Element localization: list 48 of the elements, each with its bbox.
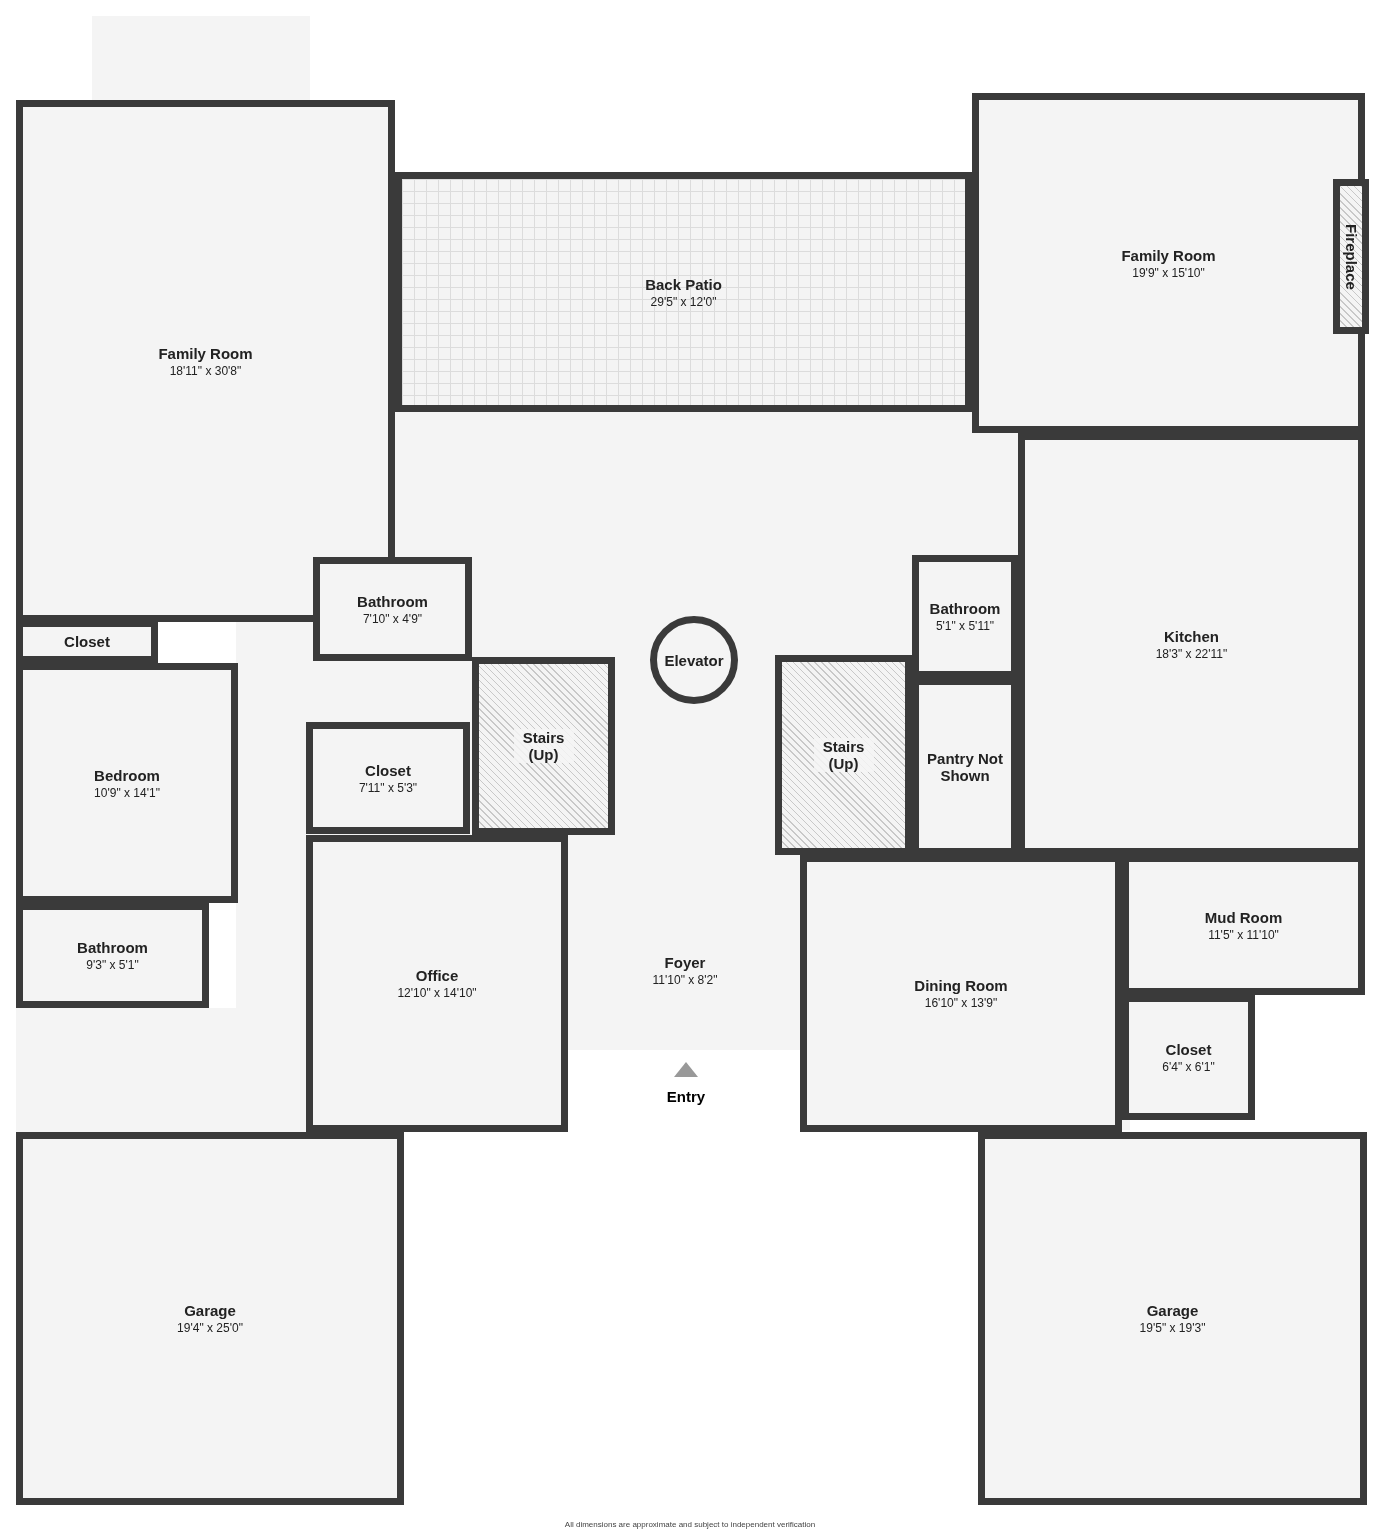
room-name: Garage xyxy=(184,1302,236,1319)
room-name: Foyer xyxy=(664,953,706,971)
room-name: Back Patio xyxy=(645,275,722,293)
staircase xyxy=(472,657,615,835)
room-dimensions: 19'5" x 19'3" xyxy=(1139,1321,1206,1335)
room-name: Fireplace xyxy=(1342,223,1360,290)
room-dimensions: 19'9" x 15'10" xyxy=(1132,265,1205,280)
fireplace xyxy=(1333,179,1369,334)
room-dimensions: 5'1" x 5'11" xyxy=(935,619,995,633)
entry-label: Entry xyxy=(665,1088,707,1105)
room xyxy=(16,1132,404,1505)
room-dimensions: 7'11" x 5'3" xyxy=(358,780,418,795)
room-name: Closet xyxy=(64,633,110,650)
room-dimensions: 18'11" x 30'8" xyxy=(169,363,242,378)
room-name: Bathroom xyxy=(77,939,148,956)
room-name: Bathroom xyxy=(357,592,428,610)
room-name: Bathroom xyxy=(929,600,1001,617)
room-name: Pantry Not Shown xyxy=(926,749,1004,784)
room xyxy=(306,722,470,834)
room xyxy=(978,1132,1367,1505)
room-dimensions: 6'4" x 6'1" xyxy=(1162,1060,1215,1074)
room-dimensions: 11'10" x 8'2" xyxy=(652,972,718,987)
room-name: Kitchen xyxy=(1164,627,1219,645)
room-name: Bedroom xyxy=(94,766,160,784)
room-dimensions: 11'5" x 11'10" xyxy=(1208,927,1279,942)
room-name: Closet xyxy=(365,761,411,779)
room-name: Stairs (Up) xyxy=(813,738,874,772)
room-name: Dining Room xyxy=(914,977,1008,994)
disclaimer-note: All dimensions are approximate and subject to independent verification xyxy=(563,1520,817,1529)
room xyxy=(16,903,209,1008)
room-name: Office xyxy=(415,967,459,984)
room-dimensions: 18'3" x 22'11" xyxy=(1155,646,1228,661)
room-dimensions: 7'10" x 4'9" xyxy=(362,611,423,626)
room-name: Family Room xyxy=(158,344,253,362)
room-name: Garage xyxy=(1146,1302,1199,1319)
room xyxy=(313,557,472,661)
room-name: Family Room xyxy=(1121,246,1216,264)
room-dimensions: 12'10" x 14'10" xyxy=(397,986,477,1000)
room-dimensions: 29'5" x 12'0" xyxy=(650,294,717,309)
room-name: Stairs (Up) xyxy=(513,729,574,763)
room xyxy=(306,835,568,1132)
room-name: Elevator xyxy=(664,651,724,669)
room-dimensions: 16'10" x 13'9" xyxy=(924,996,998,1010)
room-dimensions: 10'9" x 14'1" xyxy=(94,785,160,800)
room-dimensions: 9'3" x 5'1" xyxy=(86,958,139,972)
room-dimensions: 19'4" x 25'0" xyxy=(177,1321,243,1335)
room-name: Closet xyxy=(1165,1041,1212,1058)
room-name: Mud Room xyxy=(1204,908,1283,926)
